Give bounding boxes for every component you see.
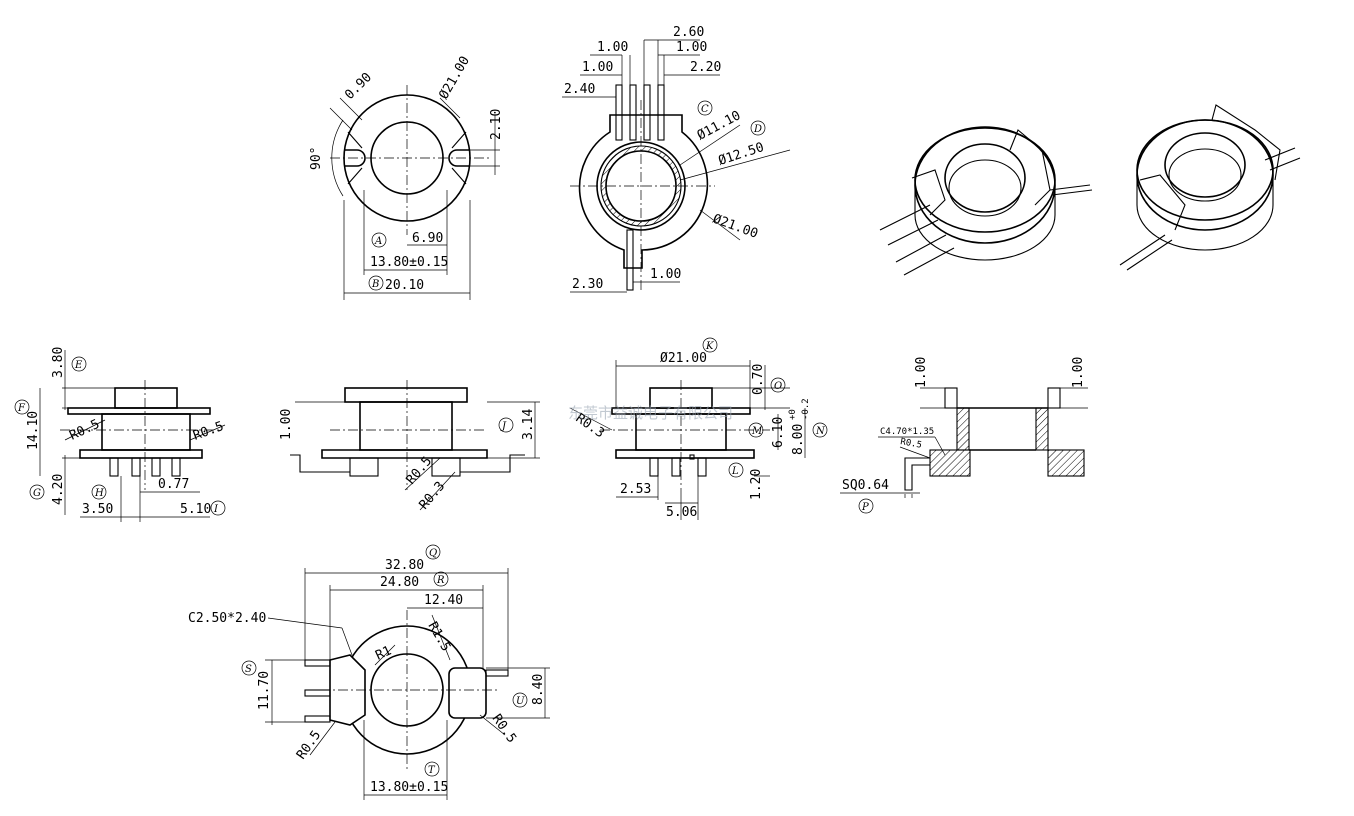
radius-a-label: R0.5 (404, 454, 436, 488)
chamfer-label: C4.70*1.35 (880, 427, 934, 437)
base-radius-left: R0.5 (294, 728, 324, 762)
pin-span-left-label: 3.50 (82, 502, 113, 517)
radius-left-label: R0.5 (67, 417, 102, 444)
core-width-label: 13.80±0.15 (370, 255, 448, 270)
flange-right-sec-label: 1.00 (1071, 357, 1086, 388)
pin-pitch-b: 1.00 (676, 40, 707, 55)
marker-l: L (731, 466, 739, 477)
marker-b: B (371, 279, 379, 290)
radius-right-label: R0.5 (191, 419, 226, 444)
base-core-width: 13.80±0.15 (370, 780, 448, 795)
pin-pitch-c: 1.00 (582, 60, 613, 75)
half-core-label: 6.90 (412, 231, 443, 246)
base-half-width: 12.40 (424, 593, 463, 608)
height-label: 3.14 (521, 409, 536, 440)
marker-u: U (516, 696, 525, 707)
total-h-label: 8.00 (791, 424, 806, 455)
marker-r: R (436, 575, 445, 586)
top-view: 90° 0.90 Ø21.00 2.10 6.90 13.80±0.15 20.… (309, 54, 504, 300)
base-total-width: 32.80 (385, 558, 424, 573)
outer-dia-label: Ø21.00 (436, 54, 472, 102)
pin-span: 2.60 (673, 25, 704, 40)
marker-i: I (213, 504, 219, 515)
inner-h-label: 6.10 (771, 417, 786, 448)
front-view: 3.80 E 14.10 F R0.5 R0.5 4.20 G H 3.50 0… (14, 347, 226, 522)
slot-width-label: 0.90 (342, 70, 375, 103)
side-view: 1.00 3.14 J R0.5 R0.3 (279, 380, 540, 513)
isometric-view-left (879, 126, 1093, 276)
tol-up: +0 (788, 409, 798, 420)
pin-gap-label: 0.77 (158, 477, 189, 492)
pin-height-label: 4.20 (51, 474, 66, 505)
marker-d: D (753, 124, 762, 135)
marker-t: T (428, 765, 436, 776)
radius-b-label: R0.3 (417, 479, 449, 513)
section-radius-label: R0.5 (899, 437, 922, 451)
pin-right-label: 5.06 (666, 505, 697, 520)
angle-label: 90° (309, 147, 324, 170)
top-height-label: 3.80 (51, 347, 66, 378)
marker-h: H (94, 488, 104, 499)
marker-q: Q (429, 548, 437, 559)
marker-f: F (17, 403, 26, 414)
pin-offset-right: 2.20 (690, 60, 721, 75)
marker-o: O (774, 381, 782, 392)
bottom-view: 1.00 1.00 2.60 1.00 2.20 2.40 C Ø11.10 D… (562, 25, 791, 293)
slot-depth-label: 2.10 (489, 109, 504, 140)
pin-offset-left: 2.40 (564, 82, 595, 97)
base-r1: R1 (373, 643, 394, 663)
marker-e: E (74, 360, 83, 371)
base-height-left: 11.70 (257, 671, 272, 710)
pin-span-right-label: 5.10 (180, 502, 211, 517)
base-height-right: 8.40 (531, 674, 546, 705)
marker-k: K (705, 341, 714, 352)
marker-c: C (701, 104, 709, 115)
flange-right-label: 0.70 (751, 364, 766, 395)
marker-n: N (815, 426, 826, 437)
pin-len-label: 1.20 (749, 469, 764, 500)
base-inner-width: 24.80 (380, 575, 419, 590)
outer-dia-bottom-label: Ø21.00 (711, 212, 760, 242)
total-height-label: 14.10 (26, 411, 41, 450)
section-view: 1.00 1.00 C4.70*1.35 R0.5 SQ0.64 P (840, 357, 1088, 514)
watermark: 东莞市益诚电子有限公司 (568, 404, 733, 422)
marker-j: J (500, 421, 507, 432)
isometric-view-right (1119, 104, 1301, 271)
marker-a: A (374, 236, 382, 247)
single-pin-offset: 2.30 (572, 277, 603, 292)
pin-pitch-a: 1.00 (597, 40, 628, 55)
pin-sq-label: SQ0.64 (842, 478, 889, 493)
right-view: Ø21.00 K R0.3 0.70 O 6.10 M 8.00 +0 -0.2… (569, 337, 828, 520)
marker-m: M (751, 426, 763, 437)
mid-dia-label: Ø12.50 (717, 140, 766, 169)
marker-g: G (33, 488, 41, 499)
flange-left-label: 1.00 (914, 357, 929, 388)
marker-p: P (861, 502, 869, 513)
marker-s: S (245, 664, 252, 675)
flange-label: 1.00 (279, 409, 294, 440)
single-pin-width: 1.00 (650, 267, 681, 282)
total-width-label: 20.10 (385, 278, 424, 293)
base-r15: R1.5 (425, 620, 454, 655)
base-radius-right: R0.5 (489, 712, 519, 746)
base-view: 32.80 Q 24.80 R 12.40 C2.50*2.40 R1 R1.5… (188, 544, 550, 800)
pin-left-label: 2.53 (620, 482, 651, 497)
base-chamfer: C2.50*2.40 (188, 611, 266, 626)
outer-dia-right-label: Ø21.00 (660, 351, 707, 366)
tol-down: -0.2 (801, 398, 811, 420)
